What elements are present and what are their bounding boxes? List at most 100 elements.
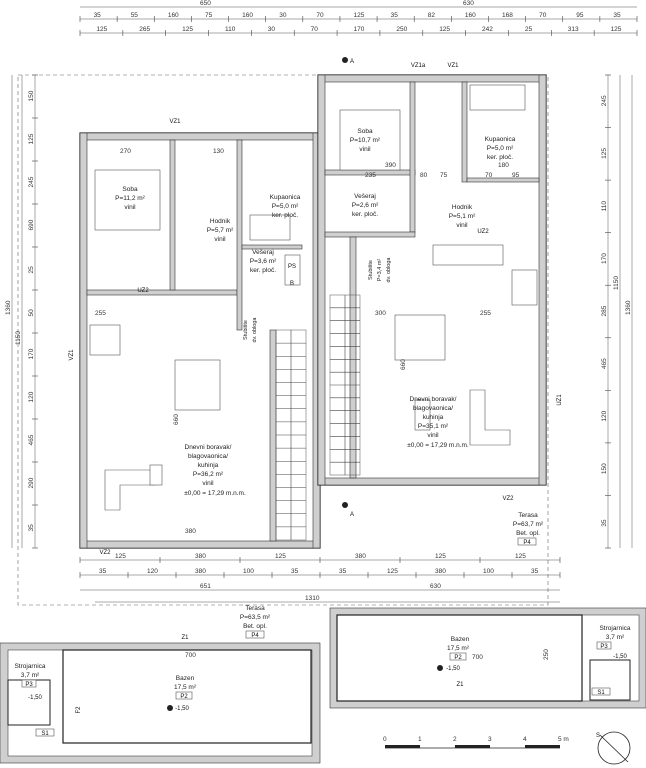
dim-top-row2-5: 70 xyxy=(311,26,319,33)
room-stubiste-right-floor: dv. obloga xyxy=(386,257,392,283)
room-soba-right-name: Soba xyxy=(357,128,373,135)
dim-top-row1-0: 35 xyxy=(94,12,102,19)
dim-l-130: 130 xyxy=(213,148,224,155)
dim-l-380: 380 xyxy=(185,528,196,535)
tag-f2-left: F2 xyxy=(76,706,82,714)
dim-left-3: 690 xyxy=(28,219,35,230)
scale-label-1: 1 xyxy=(418,736,422,743)
dim-right-2: 110 xyxy=(601,201,608,212)
dim-bottom-overall: 1310 xyxy=(305,595,320,602)
tag-vz2-right: VZ2 xyxy=(502,496,514,502)
room-kupaonica-right-floor: ker. ploč. xyxy=(487,154,513,161)
strojarnica-right-tag: P3 xyxy=(600,644,608,650)
north-label: S xyxy=(596,733,600,739)
tag-vz1-left: VZ1 xyxy=(169,119,181,125)
section-a-top: A xyxy=(350,59,354,65)
dim-r-255: 255 xyxy=(480,310,491,317)
room-dnevni-left-name2: blagovaonica/ xyxy=(188,453,228,460)
dim-top-row2-3: 110 xyxy=(225,26,236,33)
room-dnevni-left-name: Dnevni boravak/ xyxy=(185,444,232,451)
dim-pool-right-250: 250 xyxy=(543,649,550,660)
dim-bottom-row2-0: 35 xyxy=(99,568,107,575)
dim-top-row1-5: 30 xyxy=(279,12,287,19)
tag-s1-left: S1 xyxy=(41,731,49,737)
tag-uz2-left: UZ2 xyxy=(137,288,149,294)
room-hodnik-right-name: Hodnik xyxy=(452,204,473,211)
dim-top-row2-2: 125 xyxy=(182,26,193,33)
pool-left-level: -1,50 xyxy=(175,706,189,712)
dim-r-180: 180 xyxy=(498,162,509,169)
kitchen-counter-icon xyxy=(89,324,121,356)
room-terasa-right-area: P=63,7 m² xyxy=(513,521,544,528)
dim-bottom-row2-4: 35 xyxy=(291,568,299,575)
dim-pool-left-700: 700 xyxy=(185,652,196,659)
dim-top-row2-12: 125 xyxy=(611,26,622,33)
tag-terasa-left: P4 xyxy=(251,633,259,639)
pool-left-name: Bazen xyxy=(176,675,195,682)
tag-uz2-right: UZ2 xyxy=(477,229,489,235)
room-veseraj-left-area: P=3,6 m² xyxy=(250,258,277,265)
strojarnica-right-area: 3,7 m² xyxy=(606,634,625,641)
room-veseraj-right-floor: ker. ploč. xyxy=(352,211,378,218)
tag-vz2-left: VZ2 xyxy=(99,550,111,556)
tag-z1-right: Z1 xyxy=(456,682,464,688)
room-stubiste-left-floor: dv. obloga xyxy=(252,317,258,343)
bed-icon-right xyxy=(339,109,401,171)
dim-left-total: 1360 xyxy=(5,300,12,315)
dim-bottom-row2-6: 125 xyxy=(387,568,398,575)
dim-bottom-total-right: 630 xyxy=(430,583,441,590)
dim-left-sub: 1150 xyxy=(15,331,22,345)
dim-top-row1-6: 70 xyxy=(316,12,324,19)
dim-top-row2-10: 25 xyxy=(525,26,533,33)
section-marks: A A xyxy=(342,57,354,518)
dim-bottom-row1-4: 125 xyxy=(435,553,446,560)
dim-bottom-row2-7: 380 xyxy=(435,568,446,575)
room-soba-left-name: Soba xyxy=(122,186,138,193)
room-hodnik-right-floor: vinil xyxy=(456,222,468,229)
bathtub-icon-right xyxy=(469,84,526,111)
scale-label-3: 3 xyxy=(488,736,492,743)
room-dnevni-right-name3: kuhinja xyxy=(423,414,444,421)
stairs-right xyxy=(329,294,361,476)
room-soba-right-area: P=10,7 m² xyxy=(350,137,381,144)
pool-right: Bazen 17,5 m² P2 -1,50 Strojarnica 3,7 m… xyxy=(329,607,646,709)
dim-top-row2-6: 170 xyxy=(354,26,365,33)
ps-box xyxy=(284,254,301,286)
pool-left-area: 17,5 m² xyxy=(174,684,197,691)
dim-top-row1-14: 35 xyxy=(613,12,621,19)
room-dnevni-right-floor: vinil xyxy=(427,432,439,439)
dim-left-4: 25 xyxy=(28,266,35,274)
dim-bottom-row2-9: 35 xyxy=(531,568,539,575)
dim-r-70: 70 xyxy=(485,172,493,179)
room-terasa-right-floor: Bet. opl. xyxy=(516,530,540,537)
dim-top-row2-0: 125 xyxy=(96,26,107,33)
room-soba-right-floor: vinil xyxy=(359,146,371,153)
strojarnica-left-level: -1,50 xyxy=(28,695,42,701)
dining-table-icon-right xyxy=(394,314,446,361)
strojarnica-right-name: Strojarnica xyxy=(599,625,630,632)
dim-bottom-row1-2: 125 xyxy=(275,553,286,560)
room-kupaonica-left-name: Kupaonica xyxy=(270,194,301,201)
room-veseraj-left-name: Vešeraj xyxy=(252,249,274,256)
dim-top-row2-8: 125 xyxy=(439,26,450,33)
pool-right-name: Bazen xyxy=(451,636,470,643)
kitchen-counter-icon-right xyxy=(432,244,504,266)
room-terasa-left-area: P=63,5 m² xyxy=(240,614,271,621)
room-hodnik-left-area: P=5,7 m² xyxy=(207,227,234,234)
scale-label-0: 0 xyxy=(383,736,387,743)
pool-left: Bazen 17,5 m² P2 -1,50 Strojarnica 3,7 m… xyxy=(0,635,321,764)
dim-r-390: 390 xyxy=(385,162,396,169)
room-hodnik-left-name: Hodnik xyxy=(210,218,231,225)
pool-right-level: -1,50 xyxy=(446,666,460,672)
dim-top-row1-9: 82 xyxy=(428,12,436,19)
dim-top-row2-11: 313 xyxy=(568,26,579,33)
dining-table-icon xyxy=(174,359,221,411)
dim-bottom-row2-5: 35 xyxy=(339,568,347,575)
dim-top-row1-8: 35 xyxy=(391,12,399,19)
room-dnevni-right-area: P=35,1 m² xyxy=(418,423,449,430)
strojarnica-right-level: -1,50 xyxy=(613,654,627,660)
dim-top-row2-4: 30 xyxy=(268,26,276,33)
scale-label-4: 4 xyxy=(523,736,527,743)
